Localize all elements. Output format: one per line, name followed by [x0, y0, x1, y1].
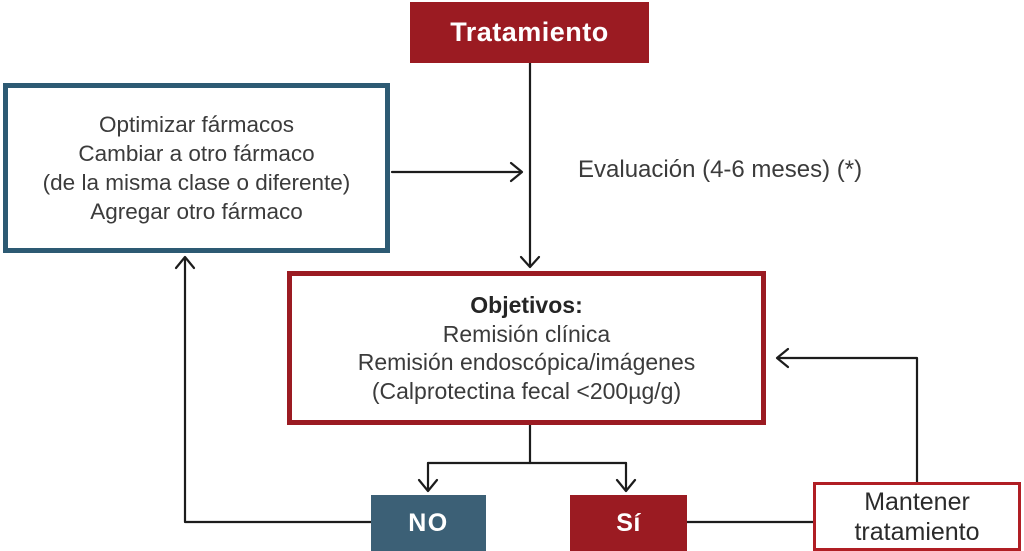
si-label: Sí: [616, 508, 641, 537]
evaluacion-label: Evaluación (4-6 meses) (*): [578, 156, 863, 183]
arrowhead-right-evaluacion: [509, 161, 524, 183]
arrowhead-down-no: [417, 478, 439, 493]
arrowhead-down-si: [615, 478, 637, 493]
connector-no-opciones: [183, 258, 373, 524]
node-opciones-farmacos: Optimizar fármacos Cambiar a otro fármac…: [3, 83, 390, 253]
tratamiento-label: Tratamiento: [450, 17, 609, 47]
opciones-line-2: Cambiar a otro fármaco: [78, 141, 315, 166]
objetivos-line-1: Remisión clínica: [442, 320, 611, 347]
node-si: Sí: [570, 495, 687, 551]
node-objetivos: Objetivos: Remisión clínica Remisión end…: [287, 271, 766, 425]
arrowhead-up-opciones: [174, 255, 196, 270]
arrowhead-down-objetivos: [519, 255, 541, 269]
opciones-line-3: (de la misma clase o diferente): [42, 170, 351, 195]
node-tratamiento: Tratamiento: [410, 2, 649, 63]
node-no: NO: [371, 495, 486, 551]
objetivos-line-2: Remisión endoscópica/imágenes: [357, 349, 696, 375]
opciones-line-1: Optimizar fármacos: [98, 112, 295, 137]
objetivos-title: Objetivos:: [470, 292, 583, 318]
node-mantener-tratamiento: Mantener tratamiento: [813, 482, 1021, 551]
opciones-line-4: Agregar otro fármaco: [90, 199, 303, 224]
no-label: NO: [408, 508, 449, 537]
arrowhead-left-objetivos: [775, 347, 790, 369]
mantener-line-1: Mantener: [864, 487, 970, 516]
mantener-line-2: tratamiento: [854, 517, 980, 546]
connector-mantener-objetivos: [776, 356, 919, 484]
objetivos-line-3: (Calprotectina fecal <200µg/g): [371, 377, 682, 404]
